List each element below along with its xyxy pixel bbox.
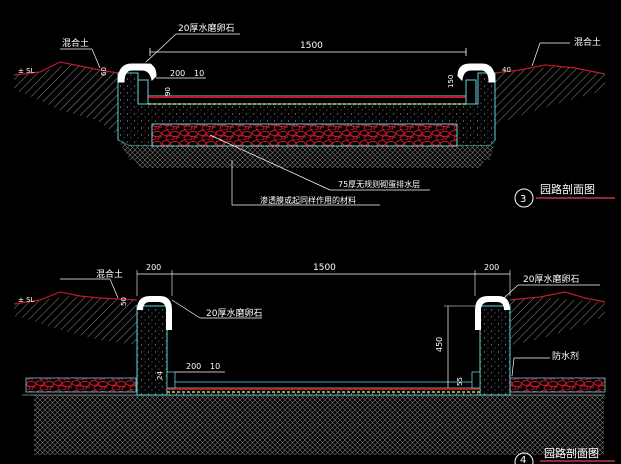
gravel-right-4 — [509, 377, 606, 393]
dim-10-4: 10 — [210, 362, 220, 371]
ground-line-left-4 — [13, 291, 138, 305]
curb-right-4 — [471, 371, 481, 389]
dim-60-3: 60 — [100, 67, 108, 76]
base-crosshatch-4 — [34, 395, 604, 455]
title-number-3: 3 — [520, 194, 526, 205]
dim-24-4: 24 — [156, 371, 164, 380]
label-stone-right-4: 20厚水磨卵石 — [523, 273, 579, 285]
dim-50-3: 50 — [146, 63, 154, 72]
leader-drain-3 — [209, 134, 331, 191]
paving-4 — [166, 381, 481, 389]
coping-right-4 — [475, 296, 510, 330]
wall-right-4 — [479, 305, 511, 396]
label-concrete-right-3: 混合土 — [574, 36, 601, 48]
coping-right-3 — [457, 63, 496, 83]
dim-150-3: 150 — [447, 75, 455, 88]
coping-left-3 — [117, 63, 157, 83]
curb-right-3 — [465, 79, 477, 105]
dim-left200-4: 200 — [146, 263, 161, 272]
ground-line-right-3 — [494, 64, 606, 75]
section-3: 1500 200 10 60 50 90 150 40 ± SL 混合土 混合土… — [13, 22, 615, 208]
leader-stone-right-4 — [503, 284, 519, 299]
label-drain-3: 75厚无规则砌蛋排水层 — [338, 179, 420, 189]
title-text-3: 园路剖面图 — [540, 182, 595, 196]
wall-left-4 — [136, 305, 168, 396]
title-number-4: 4 — [520, 455, 526, 464]
label-concrete-4: 混合土 — [96, 268, 123, 280]
section-4: 200 1500 200 450 200 10 50 24 55 ± SL 混合… — [13, 263, 615, 464]
title-circle-3 — [514, 188, 534, 208]
leader-concrete-4 — [109, 278, 119, 299]
label-stone-top-3: 20厚水磨卵石 — [178, 22, 234, 34]
label-stone-left-4: 20厚水磨卵石 — [206, 307, 262, 319]
dim-right200-4: 200 — [484, 263, 499, 272]
dim-width-4: 1500 — [313, 263, 336, 273]
curb-left-4 — [166, 371, 176, 389]
dim-50-4: 50 — [120, 297, 128, 306]
dim-55-4: 55 — [456, 377, 464, 386]
title-text-4: 园路剖面图 — [544, 446, 599, 460]
gravel-left-4 — [25, 377, 137, 393]
dim-40-3: 40 — [502, 66, 511, 74]
gravel-layer-3 — [151, 123, 458, 147]
dim-width-3: 1500 — [300, 41, 323, 51]
ground-line-left-3 — [13, 61, 119, 76]
soil-right-4 — [510, 297, 605, 345]
coping-left-4 — [137, 296, 172, 330]
dim-90-3: 90 — [164, 87, 172, 96]
label-waterproof-4: 防水剂 — [552, 350, 579, 362]
soil-right-3 — [495, 66, 605, 125]
title-circle-4 — [514, 452, 534, 464]
crosshatch-bottom-3 — [125, 146, 492, 168]
dim-450-4: 450 — [435, 337, 444, 352]
curb-left-3 — [137, 79, 149, 105]
ground-line-right-4 — [509, 291, 606, 303]
label-concrete-left-3: 混合土 — [62, 37, 89, 49]
label-membrane-3: 渗透膜或起同样作用的材料 — [260, 195, 356, 205]
dim-10-3: 10 — [194, 69, 204, 78]
dim-200-4: 200 — [186, 362, 201, 371]
dim-200-3: 200 — [170, 69, 185, 78]
soil-left-4 — [14, 296, 137, 345]
leader-concrete-left-3 — [91, 48, 101, 69]
leader-stone-left-4 — [171, 299, 201, 319]
leader-stone-3 — [145, 33, 177, 63]
sl-label-4: ± SL — [18, 296, 35, 304]
sl-label-3: ± SL — [18, 67, 35, 75]
leader-concrete-right-3 — [531, 42, 541, 67]
leader-waterproof-4 — [511, 357, 515, 377]
soil-left-3 — [14, 64, 118, 135]
